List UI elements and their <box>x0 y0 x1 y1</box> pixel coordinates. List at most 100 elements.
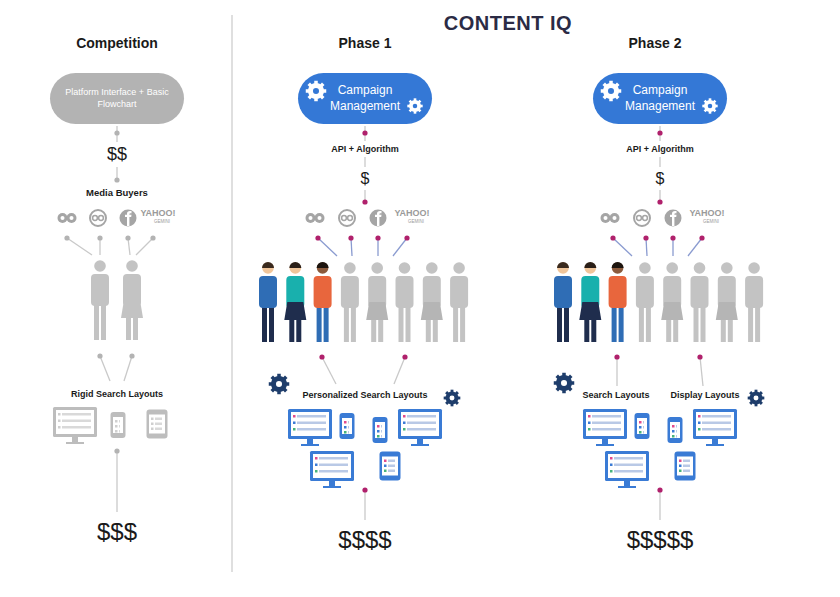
leader-line <box>613 238 632 256</box>
screen-line <box>62 420 91 423</box>
gemini-logo: GEMINI <box>408 220 424 225</box>
screen-bullet <box>315 457 318 460</box>
person-head <box>639 262 651 274</box>
screen-bullet <box>151 418 154 421</box>
device-frame <box>398 409 442 439</box>
leader-line <box>659 490 660 520</box>
screen-bullet <box>610 464 613 467</box>
screen-line <box>643 431 644 434</box>
monitor-stand <box>624 481 630 486</box>
yahoo-logo: YAHOO! <box>689 209 724 219</box>
person-leg <box>646 304 651 342</box>
person-torso <box>609 276 627 308</box>
person-figure <box>91 260 109 340</box>
device-frame <box>288 409 332 439</box>
screen-bullet <box>679 460 682 463</box>
column-heading: Phase 1 <box>339 36 392 51</box>
screen-bullet <box>315 464 318 467</box>
person-leg <box>324 304 329 342</box>
screen-bullet <box>151 428 154 431</box>
connector-dot <box>610 235 615 240</box>
icon-shape <box>370 210 387 227</box>
screen-bullet <box>58 413 61 416</box>
screen-bullet <box>672 430 675 433</box>
person-leg <box>564 304 569 342</box>
column-heading: Competition <box>76 36 158 51</box>
screen-bullet <box>315 470 318 473</box>
icon-shape <box>90 210 106 226</box>
person-skirt <box>421 302 443 320</box>
person-head <box>453 262 465 274</box>
gear-body <box>704 100 716 112</box>
connector-dot <box>114 177 119 182</box>
monitor-base <box>66 442 84 444</box>
connector-dot <box>64 235 69 240</box>
person-leg <box>406 304 411 342</box>
screen-bullet <box>58 420 61 423</box>
screen-line <box>388 470 395 473</box>
campaign-pill: Campaign Management <box>298 73 432 124</box>
device-frame <box>53 407 97 437</box>
device-screen <box>696 412 734 436</box>
device-screen <box>342 418 352 434</box>
screen-line <box>592 415 621 418</box>
person-figure <box>636 262 654 342</box>
monitor-device <box>310 451 354 488</box>
node-text: Campaign Management <box>320 83 410 114</box>
leader-line <box>351 238 352 256</box>
device-screen <box>291 412 329 436</box>
person-figure <box>259 262 277 342</box>
screen-bullet <box>115 420 118 423</box>
person-skirt <box>716 302 738 320</box>
person-leg <box>748 304 753 342</box>
screen-bullet <box>293 428 296 431</box>
gemini-logo: GEMINI <box>703 220 719 225</box>
monitor-base <box>706 444 724 446</box>
monitor-base <box>596 444 614 446</box>
connector-dot <box>404 235 409 240</box>
person-torso <box>636 276 654 308</box>
group-label: Media Buyers <box>86 188 148 198</box>
screen-bullet <box>698 422 701 425</box>
media-buyer-icon <box>665 210 682 227</box>
screen-bullet <box>588 415 591 418</box>
yahoo-logo: YAHOO! <box>140 209 175 219</box>
person-leg <box>612 304 617 342</box>
person-torso <box>341 276 359 308</box>
screen-line <box>614 464 643 467</box>
person-head <box>371 262 383 274</box>
screen-line <box>119 430 120 433</box>
person-figure <box>579 262 601 342</box>
person-leg <box>262 304 267 342</box>
monitor-base <box>323 486 341 488</box>
screen-bullet <box>672 425 675 428</box>
leader-line <box>646 238 647 256</box>
connector-dot <box>315 235 320 240</box>
monitor-stand <box>72 437 78 442</box>
screen-line <box>381 430 382 433</box>
screen-line <box>702 415 731 418</box>
screen-bullet <box>115 430 118 433</box>
monitor-device <box>53 407 97 444</box>
screen-line <box>676 430 677 433</box>
leader-line <box>364 157 365 167</box>
gear-icon <box>444 390 461 407</box>
screen-bullet <box>403 428 406 431</box>
gear-hole <box>561 380 567 386</box>
device-frame <box>675 452 696 481</box>
person-torso <box>691 276 709 308</box>
screen-bullet <box>293 415 296 418</box>
person-torso <box>91 274 109 306</box>
leader-line <box>136 238 153 255</box>
media-buyer-icon <box>58 213 77 223</box>
person-figure <box>450 262 468 342</box>
screen-line <box>62 413 91 416</box>
person-figure <box>554 262 572 342</box>
screen-bullet <box>377 435 380 438</box>
process-label: API + Algorithm <box>626 145 693 155</box>
facebook-f <box>670 211 677 226</box>
layout-label: Personalized Search Layouts <box>302 391 427 401</box>
leader-line <box>116 451 117 512</box>
screen-line <box>119 425 120 428</box>
icon-eye <box>318 216 322 220</box>
